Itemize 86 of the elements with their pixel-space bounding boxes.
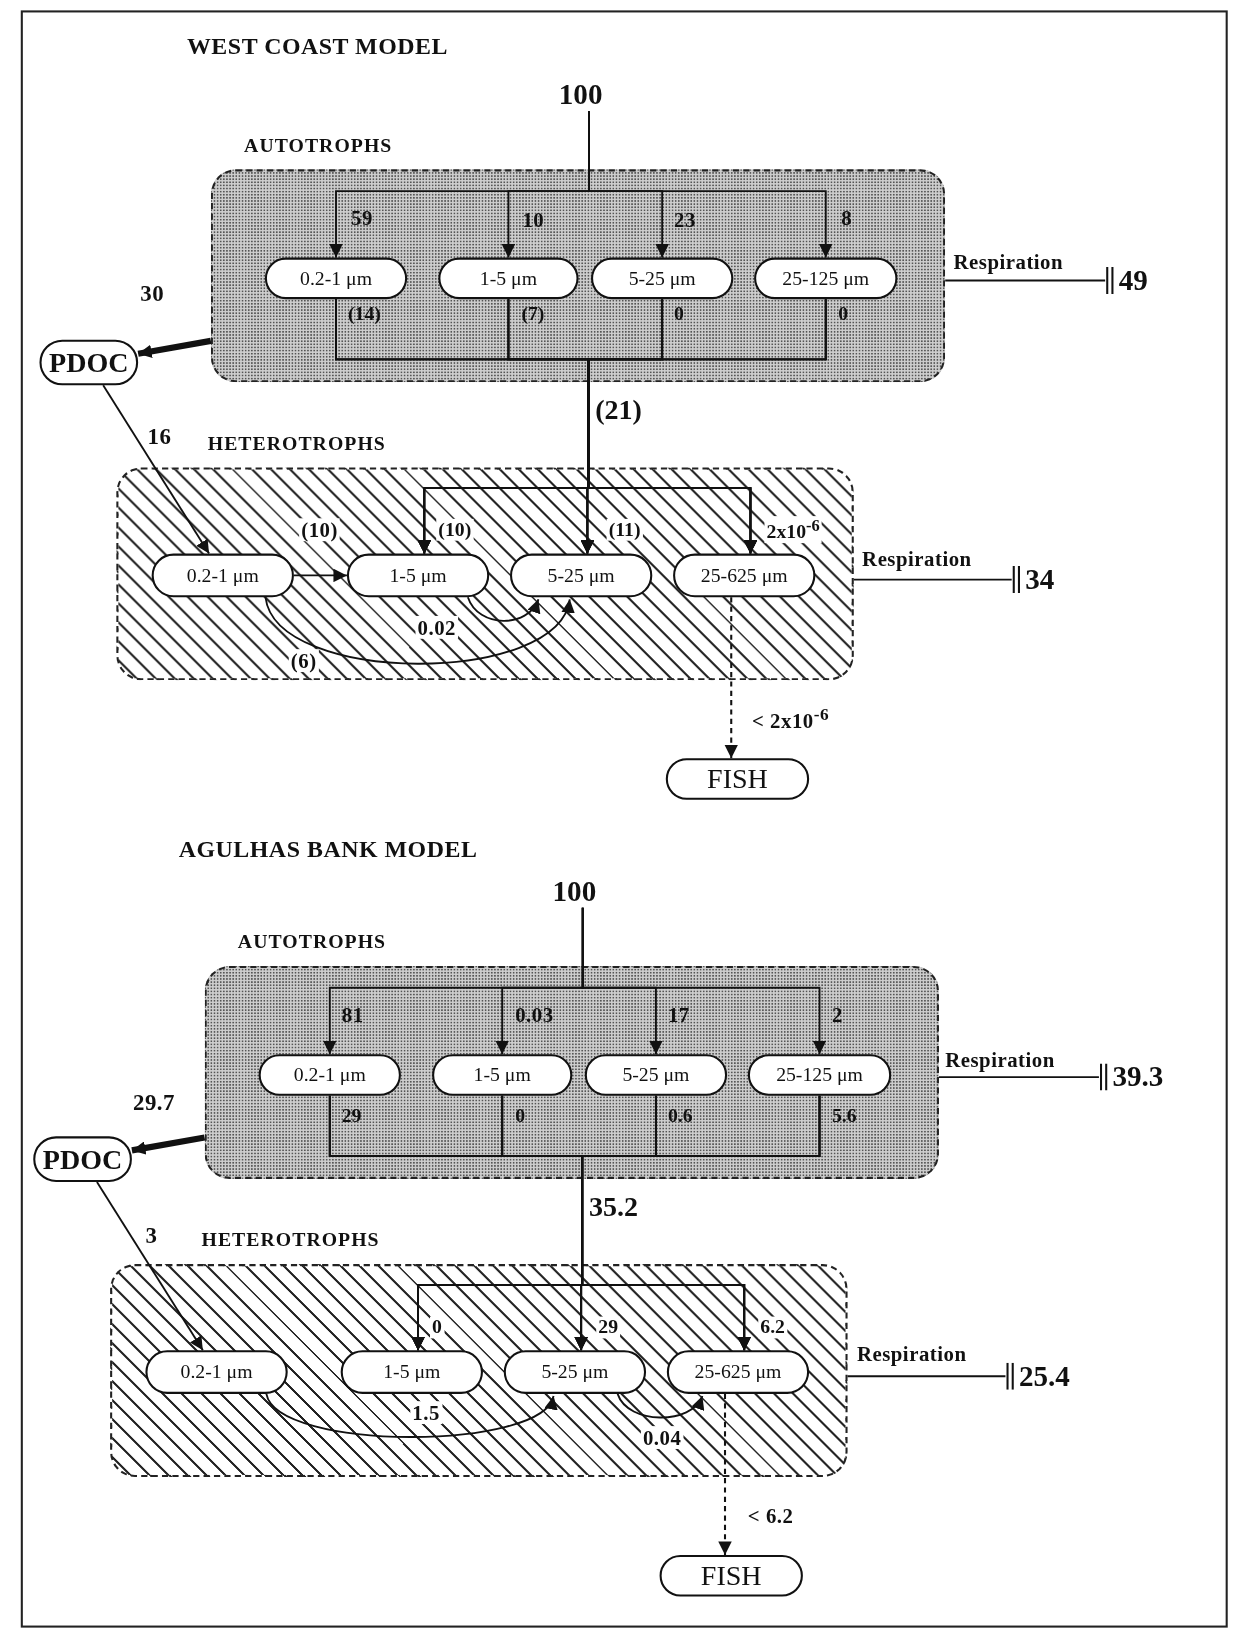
size-class-pill: 25-625 μm [673,553,816,598]
connector-line [944,279,1107,282]
edge-label: 10 [522,208,545,233]
edge-label: 0.04 [640,1426,684,1449]
edge-label: 16 [147,422,172,450]
flow-arrow [131,1134,206,1155]
flow-value: 39.3 [1112,1060,1164,1094]
edge-label: 8 [841,206,853,231]
size-class-pill: 5-25 μm [503,1350,647,1394]
model-title: AGULHAS BANK MODEL [178,836,478,864]
group-heading: HETEROTROPHS [201,1228,380,1252]
size-class-pill: 1-5 μm [438,257,579,300]
size-class-pill: 0.2-1 μm [145,1350,288,1394]
size-class-pill: 25-125 μm [747,1054,892,1096]
size-class-pill: 0.2-1 μm [258,1054,401,1096]
flow-value-label: 0 [838,302,849,326]
edge-label: 81 [341,1002,364,1027]
flow-arrow [588,110,833,259]
edge-label: (10) [299,518,340,542]
edge-label: 23 [674,208,696,233]
edge-label: 0.03 [515,1002,554,1027]
group-heading: AUTOTROPHS [244,134,393,157]
fish-pool: FISH [665,758,810,800]
size-class-pill: 5-25 μm [510,553,653,598]
edge-label: 29.7 [132,1089,175,1117]
edge-label: Respiration [945,1048,1055,1073]
flow-value-label: 0 [674,302,684,326]
edge-label: 3 [145,1222,158,1250]
flow-value-label: (7) [521,302,545,326]
connector-line [846,1375,1007,1378]
flow-value: 25.4 [1018,1359,1070,1393]
flow-arrow [466,596,540,622]
flow-value-label: 5.6 [832,1104,857,1127]
group-heading: AUTOTROPHS [237,930,387,954]
flow-arrow [581,906,827,1056]
edge-label: Respiration [953,249,1064,274]
connector-line [852,578,1013,581]
edge-label: (6) [288,649,319,673]
flow-value-label: (11) [606,518,643,541]
size-class-pill: 1-5 μm [432,1054,573,1096]
flow-value-label: 29 [596,1316,621,1339]
size-class-pill: 5-25 μm [591,257,734,300]
flow-value-label: (10) [436,518,474,541]
size-class-pill: 1-5 μm [346,553,490,598]
pdoc-pool: PDOC [33,1136,132,1183]
edge-label: 30 [140,280,165,308]
size-class-pill: 25-625 μm [666,1350,810,1394]
flow-value-label: 2x10$^{-6}$ [764,516,822,544]
flow-value: 100 [552,874,613,908]
size-class-pill: 0.2-1 μm [264,257,408,300]
connector-line [938,1076,1100,1079]
flow-value-label: 6.2 [758,1316,788,1339]
edge-label: 2 [832,1002,843,1027]
edge-label: 17 [667,1002,690,1027]
flow-arrow [293,568,348,583]
fish-pool: FISH [659,1554,803,1597]
flow-value-label: 0 [515,1104,526,1127]
edge-label: < 6.2 [747,1504,794,1529]
flow-value: 34 [1025,562,1055,597]
flow-value-label: 29 [341,1104,362,1127]
edge-label: 1.5 [410,1401,442,1425]
flow-value-label: 35.2 [588,1190,638,1224]
flow-value-label: (21) [595,394,642,427]
flow-value: 49 [1118,263,1148,298]
model-title: WEST COAST MODEL [186,33,448,61]
flow-arrow [265,1393,555,1438]
flow-arrow [137,337,212,359]
flow-value-label: (14) [347,302,381,326]
flow-arrow [102,384,210,555]
size-class-pill: 25-125 μm [754,257,898,300]
pdoc-pool: PDOC [39,339,139,386]
edge-label: 59 [351,206,373,231]
size-class-pill: 5-25 μm [584,1054,728,1096]
flow-arrow [96,1181,204,1352]
flow-arrow [724,597,738,759]
edge-label: < 2x10$^{-6}$ [752,704,830,734]
edge-label: 0.02 [415,615,459,639]
size-class-pill: 1-5 μm [340,1350,483,1394]
flow-value-label: 0.6 [667,1104,693,1127]
edge-label: Respiration [862,546,972,571]
flow-value-label: 0 [430,1316,445,1339]
size-class-pill: 0.2-1 μm [151,553,294,598]
group-heading: HETEROTROPHS [207,432,386,455]
flow-value: 100 [558,77,620,112]
edge-label: Respiration [856,1342,967,1367]
flow-arrow [718,1393,732,1555]
